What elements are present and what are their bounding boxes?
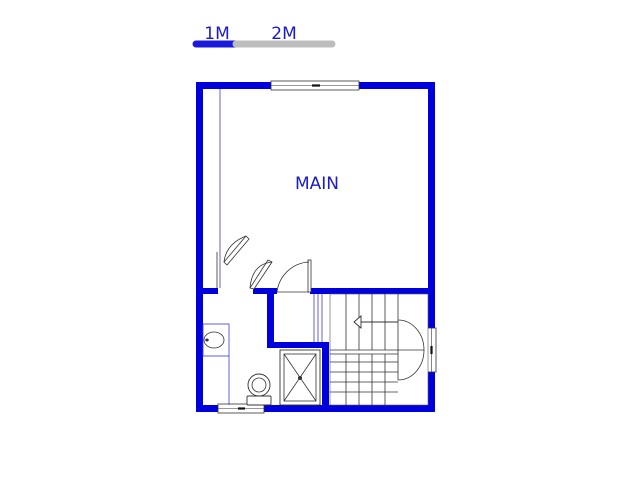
- scale-label-1m: 1M: [204, 24, 229, 44]
- window-bottom: [217, 403, 265, 414]
- wall-interior-a: [196, 288, 218, 294]
- stair-treads-lower: [330, 354, 398, 405]
- wall-right-lower: [428, 372, 435, 412]
- toilet-icon: [246, 373, 272, 406]
- wall-interior-b: [253, 288, 277, 294]
- window-right: [426, 327, 437, 373]
- cupboard-outline: [216, 89, 221, 288]
- window-top: [270, 80, 360, 91]
- wall-interior-d: [267, 342, 329, 348]
- basin-icon: [202, 323, 230, 357]
- wall-bottom-left: [196, 405, 218, 412]
- stair-arrow-icon: [353, 315, 398, 329]
- wall-top-right: [359, 82, 435, 89]
- door-bifold: [223, 235, 273, 290]
- scale-bar: 1M 2M: [192, 24, 336, 48]
- doors: [223, 235, 312, 293]
- interior-walls: [196, 288, 435, 412]
- wall-left: [196, 82, 203, 412]
- wall-right-upper: [428, 82, 435, 328]
- wall-interior-c: [267, 288, 274, 348]
- stairs: [313, 293, 429, 406]
- bathroom: [202, 323, 321, 406]
- room-label-main: MAIN: [295, 174, 339, 194]
- scale-label-2m: 2M: [271, 24, 296, 44]
- wall-interior-e: [322, 342, 329, 412]
- shower-icon: [279, 349, 321, 406]
- door-swing: [276, 259, 312, 293]
- outer-walls: [196, 82, 435, 412]
- windows: [217, 80, 437, 414]
- stairwell: [329, 293, 429, 406]
- wall-interior-f: [310, 288, 435, 294]
- wall-top-left: [196, 82, 271, 89]
- wall-bottom-right: [264, 405, 435, 412]
